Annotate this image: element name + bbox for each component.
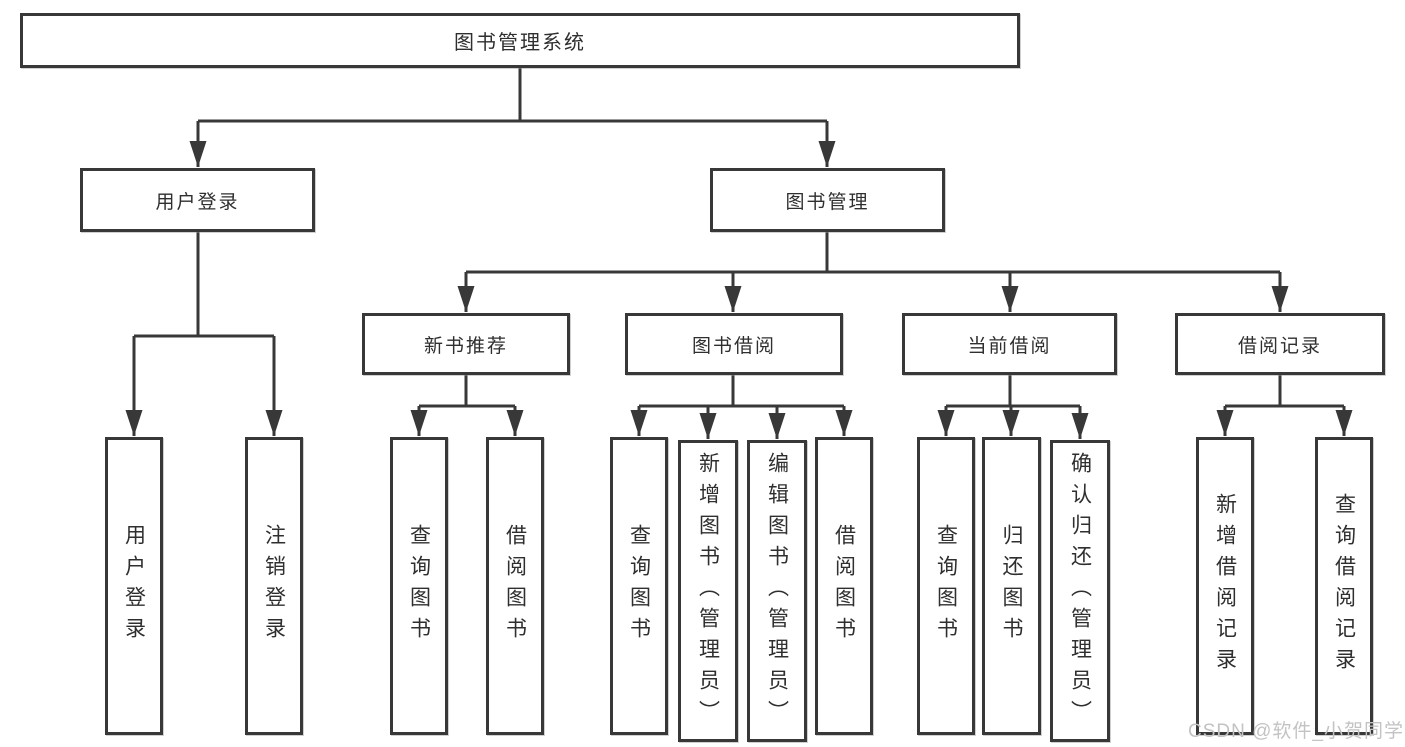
leaf-query-books-current: 查询图书 xyxy=(917,437,975,735)
node-book-borrow: 图书借阅 xyxy=(625,313,843,375)
node-borrow-records: 借阅记录 xyxy=(1175,313,1385,375)
leaf-query-books-recommend: 查询图书 xyxy=(390,437,448,735)
node-user-login: 用户登录 xyxy=(80,168,315,232)
leaf-return-book: 归还图书 xyxy=(982,437,1041,735)
leaf-query-books-borrow: 查询图书 xyxy=(610,437,668,735)
node-new-book-recommend: 新书推荐 xyxy=(362,313,570,375)
leaf-confirm-return-admin: 确认归还（管理员） xyxy=(1050,440,1110,742)
leaf-borrow-books-recommend: 借阅图书 xyxy=(486,437,544,735)
node-current-borrow: 当前借阅 xyxy=(902,313,1117,375)
leaf-user-login: 用户登录 xyxy=(105,437,163,735)
leaf-query-borrow-record: 查询借阅记录 xyxy=(1315,437,1373,735)
leaf-edit-book-admin: 编辑图书（管理员） xyxy=(747,440,807,742)
leaf-borrow-books: 借阅图书 xyxy=(815,437,873,735)
csdn-watermark: CSDN @软件_小贺同学 xyxy=(1188,721,1404,742)
node-library-system: 图书管理系统 xyxy=(20,13,1020,68)
leaf-add-borrow-record: 新增借阅记录 xyxy=(1196,437,1254,735)
leaf-logout: 注销登录 xyxy=(245,437,303,735)
leaf-add-book-admin: 新增图书（管理员） xyxy=(678,440,738,742)
node-book-management: 图书管理 xyxy=(710,168,945,232)
